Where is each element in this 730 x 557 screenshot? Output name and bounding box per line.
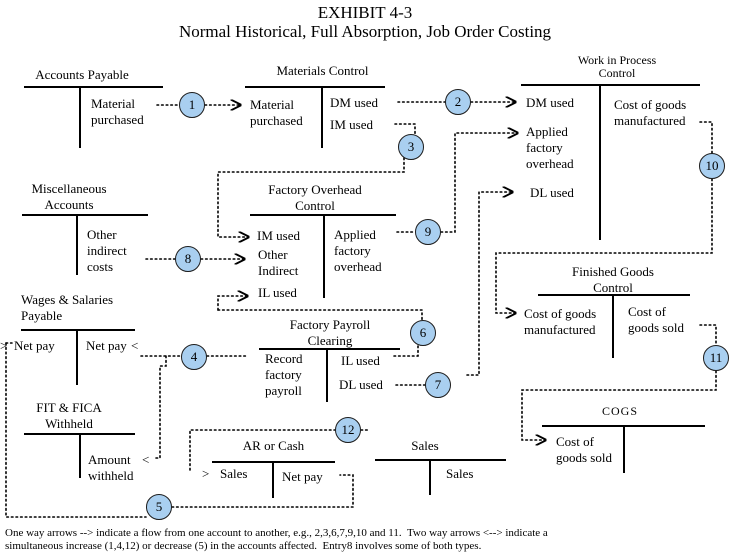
ar-cash-title: AR or Cash <box>242 438 305 453</box>
finished-goods-cogm: Cost of goods manufactured <box>524 306 597 337</box>
entry-10-circle: 10 <box>699 153 725 179</box>
entry-8-circle: 8 <box>175 246 201 272</box>
footnote: One way arrows --> indicate a flow from … <box>5 527 548 552</box>
ar-cash-sales: Sales <box>220 466 248 481</box>
factory-overhead-title: Factory Overhead Control <box>268 182 362 213</box>
entry-1-circle: 1 <box>179 92 205 118</box>
accounts-payable-title: Accounts Payable <box>35 67 129 82</box>
misc-other-indirect: Other indirect costs <box>87 227 127 274</box>
exhibit-subtitle: Normal Historical, Full Absorption, Job … <box>178 22 552 41</box>
entry-12-circle: 12 <box>335 417 361 443</box>
wages-net-pay-debit: Net pay <box>14 338 55 353</box>
fit-fica-withheld: Amount withheld <box>88 452 134 483</box>
payroll-il-used: IL used <box>341 353 380 368</box>
wip-control-title: Work in Process Control <box>577 53 657 80</box>
misc-accounts-title: Miscellaneous Accounts <box>31 181 107 212</box>
finished-goods-cogs: Cost of goods sold <box>628 304 684 335</box>
foh-other-indirect: Other Indirect <box>258 247 299 278</box>
sales-credit: Sales <box>446 466 474 481</box>
wages-net-pay-credit: Net pay <box>86 338 127 353</box>
payroll-dl-used: DL used <box>339 377 383 392</box>
accounts-payable-credit: Material purchased <box>91 96 144 127</box>
foh-im-used: IM used <box>257 228 300 243</box>
payroll-record: Record factory payroll <box>265 351 303 398</box>
materials-control-title: Materials Control <box>276 63 369 78</box>
wip-dl-used: DL used <box>530 185 574 200</box>
entry-11-circle: 11 <box>703 345 729 371</box>
payroll-clearing-title: Factory Payroll Clearing <box>289 317 371 348</box>
fit-fica-arrow: < <box>142 452 150 467</box>
entry-5-circle: 5 <box>146 494 172 520</box>
wip-applied-overhead: Applied factory overhead <box>526 124 574 171</box>
entry-7-circle: 7 <box>425 372 451 398</box>
ar-cash-arrow: > <box>202 466 210 481</box>
fit-fica-title: FIT & FICA Withheld <box>36 400 102 431</box>
materials-control-debit: Material purchased <box>250 97 303 128</box>
ar-cash-net-pay: Net pay <box>282 469 323 484</box>
foh-applied: Applied factory overhead <box>334 227 382 274</box>
sales-title: Sales <box>411 438 439 453</box>
wages-debit-arrow: > <box>0 338 8 353</box>
finished-goods-title: Finished Goods Control <box>572 264 654 295</box>
wip-dm-used: DM used <box>526 95 575 110</box>
exhibit-title: EXHIBIT 4-3 <box>317 3 413 22</box>
entry-4-circle: 4 <box>181 344 207 370</box>
foh-il-used: IL used <box>258 285 297 300</box>
entry-9-circle: 9 <box>415 219 441 245</box>
wip-cogm: Cost of goods manufactured <box>614 97 687 128</box>
entry-2-circle: 2 <box>445 89 471 115</box>
materials-control-dm-used: DM used <box>330 95 379 110</box>
entry-3-circle: 3 <box>398 134 424 160</box>
materials-control-im-used: IM used <box>330 117 373 132</box>
cogs-debit: Cost of goods sold <box>556 434 612 465</box>
cogs-title: COGS <box>601 404 638 418</box>
wages-payable-title: Wages & Salaries Payable <box>21 292 114 323</box>
wages-credit-arrow: < <box>131 338 139 353</box>
entry-6-circle: 6 <box>410 320 436 346</box>
